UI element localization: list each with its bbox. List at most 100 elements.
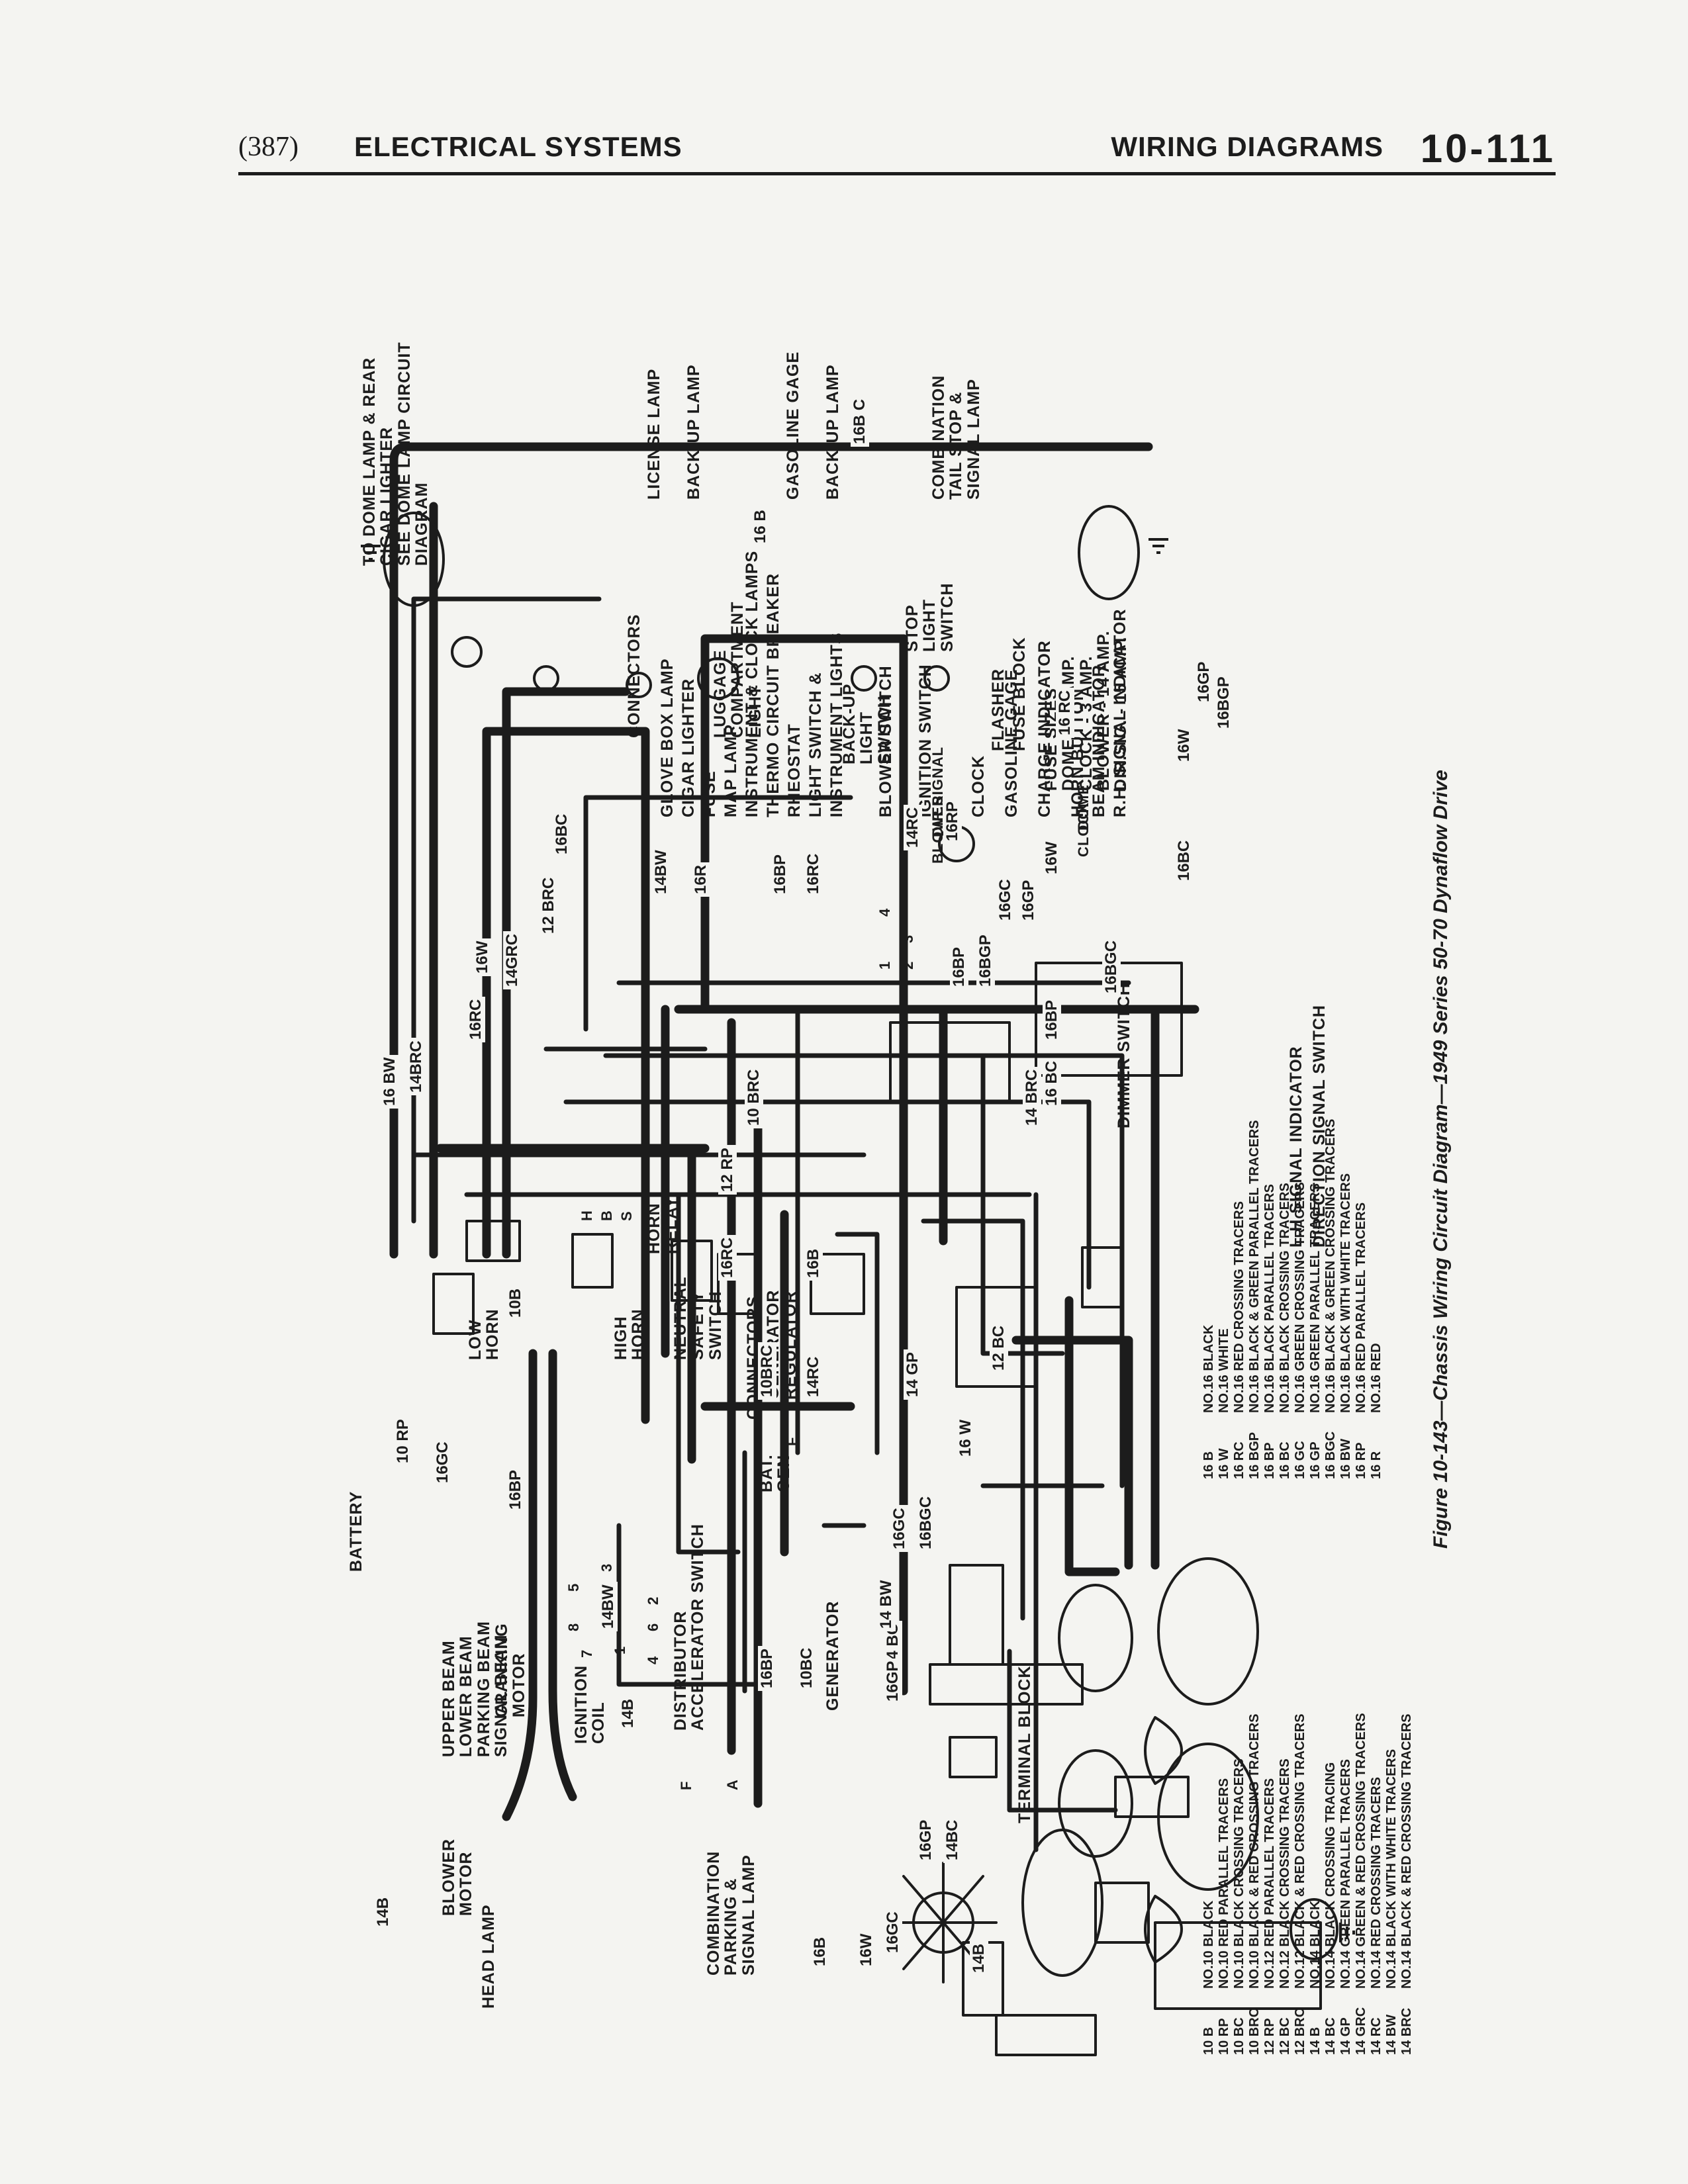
wire-tag: 16BGP xyxy=(1215,674,1233,731)
reg-term-f: F xyxy=(784,1436,800,1446)
connectors-rear-label: CONNECTORS xyxy=(625,614,643,738)
legend-code: 12 BRC xyxy=(1293,2007,1307,2055)
legend-code: 14 BW xyxy=(1384,2014,1399,2055)
wire-tag: 14 GP xyxy=(904,1349,922,1400)
battery-label: BATTERY xyxy=(347,1490,365,1572)
legend-description: NO.10 BLACK xyxy=(1201,1900,1216,1989)
wire-tag: 16RC xyxy=(804,850,823,897)
flasher-label: FLASHER xyxy=(989,668,1008,751)
wire-tag: 14BW xyxy=(652,847,671,897)
wire-tag: 14GRC xyxy=(503,931,522,989)
ground-symbols xyxy=(361,538,1355,1942)
legend-code: 10 BRC xyxy=(1247,2007,1262,2055)
wire-tag: 16B xyxy=(804,1246,823,1281)
wire-tag: 16B xyxy=(811,1934,829,1969)
wire-tag: 12 RP xyxy=(718,1145,737,1195)
wire-tag: 14B xyxy=(374,1894,393,1929)
wire-tag: 16GC xyxy=(890,1505,909,1552)
dist-term-3: 3 xyxy=(598,1563,615,1572)
legend-code: 14 B xyxy=(1308,2026,1323,2055)
wire-tag: 16R xyxy=(692,862,710,897)
backup-lamp-label-2: BACK-UP LAMP xyxy=(823,364,842,500)
wire-tag: 16W xyxy=(1043,839,1061,877)
wire-tag: 16W xyxy=(473,938,492,976)
terminal-block-label: TERMINAL BLOCK xyxy=(1015,1665,1034,1823)
legend-description: NO.12 BLACK & RED CROSSING TRACERS xyxy=(1293,1713,1307,1989)
gen-term-f: F xyxy=(678,1780,694,1790)
dist-term-2: 2 xyxy=(645,1596,661,1605)
wire-tag: 10BRC xyxy=(758,1342,776,1400)
legend-code: 16 BP xyxy=(1262,1442,1277,1479)
wire-tag: 16BC xyxy=(1175,837,1194,884)
wire-tag: 14BC xyxy=(943,1817,962,1863)
wire-tag: 14 BW xyxy=(877,1577,896,1631)
legend-row: 14 BC NO.14 BLACK CROSSING TRACING xyxy=(1323,1713,1338,2055)
dist-term-8: 8 xyxy=(565,1622,582,1631)
legend-row: 16 GC NO.16 GREEN CROSSING TRACERS xyxy=(1293,1119,1308,1479)
legend-code: 10 B xyxy=(1201,2026,1216,2055)
legend-description: NO.14 BLACK CROSSING TRACING xyxy=(1323,1762,1338,1989)
wire-tag: 14 BRC xyxy=(1023,1066,1041,1128)
bat-gen-label: BAT.GEN xyxy=(757,1454,794,1492)
distributor-spokes xyxy=(889,1862,998,1983)
wire-tag: 16W xyxy=(857,1931,876,1969)
license-lamp-label: LICENSE LAMP xyxy=(645,368,663,500)
wire-tag: 16GC xyxy=(996,876,1015,923)
gen-term-a: A xyxy=(724,1779,741,1790)
wire-tag: 16BGC xyxy=(1102,937,1121,996)
horn-relay-terminal-b: B xyxy=(598,1210,615,1221)
legend-code: 12 BC xyxy=(1278,2017,1292,2055)
dist-term-6: 6 xyxy=(645,1622,661,1631)
backup-lamp-label: BACK-UP LAMP xyxy=(684,364,703,500)
wire-tag: 16 RC xyxy=(1056,687,1074,738)
legend-description: NO.14 BLACK WITH WHITE TRACERS xyxy=(1384,1749,1399,1989)
wire-tag: 16GC xyxy=(884,1909,902,1956)
wire-tag: 16GP xyxy=(1195,659,1213,705)
legend-description: NO.10 BLACK CROSSING TRACERS xyxy=(1232,1758,1246,1989)
legend-description: NO.14 BLACK & RED CROSSING TRACERS xyxy=(1399,1713,1414,1989)
cigar-lighter-label: CIGAR LIGHTER xyxy=(679,678,698,817)
legend-description: NO.14 RED CROSSING TRACERS xyxy=(1369,1776,1383,1989)
page-number: (387) xyxy=(238,132,299,162)
legend-description: NO.16 RED CROSSING TRACERS xyxy=(1232,1201,1246,1413)
light-switch-term-1: 1 xyxy=(876,960,893,970)
wire-tag: 10 RP xyxy=(394,1416,412,1466)
wire-tag: 16GP xyxy=(884,1658,902,1704)
light-switch-label: LIGHT SWITCH & xyxy=(806,672,825,817)
legend-description: NO.14 GREEN PARALLEL TRACERS xyxy=(1338,1758,1353,1989)
legend-code: 14 BC xyxy=(1323,2017,1338,2055)
wire-tag: 14RC xyxy=(804,1353,823,1400)
wire-tag: 16GP xyxy=(917,1817,935,1863)
legend-code: 16 GC xyxy=(1293,1441,1307,1479)
fuse-block-label: FUSE BLOCK xyxy=(1010,637,1029,752)
wire-tag: 16 BC xyxy=(1043,1058,1061,1109)
legend-code: 16 BC xyxy=(1278,1441,1292,1479)
legend-description: NO.10 BLACK & RED CROSSING TRACERS xyxy=(1247,1713,1262,1989)
wire-tag: 14RC xyxy=(904,804,922,850)
legend-description: NO.16 GREEN CROSSING TRACERS xyxy=(1293,1182,1307,1413)
wire-tag: 10BC xyxy=(798,1645,816,1691)
generator-label: GENERATOR xyxy=(823,1600,842,1711)
wire-tag: 16GP xyxy=(1019,877,1038,923)
wire-tag: 16W xyxy=(1175,726,1194,764)
